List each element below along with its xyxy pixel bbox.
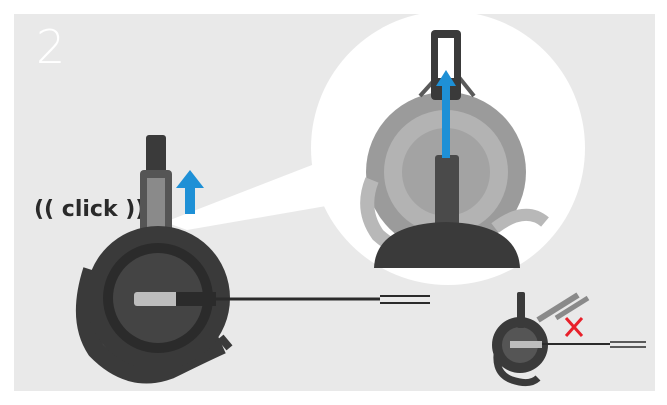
arrow-up-icon-main xyxy=(185,186,195,214)
small-headset-incorrect xyxy=(492,292,646,383)
cross-mark-icon xyxy=(566,318,582,336)
arrow-up-icon xyxy=(442,84,450,158)
